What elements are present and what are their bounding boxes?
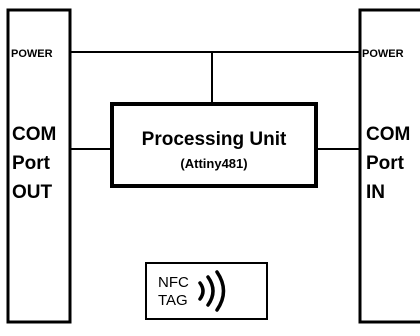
processing-unit-title: Processing Unit	[142, 129, 287, 150]
nfc-tag: NFC TAG	[145, 262, 268, 320]
nfc-waves-icon	[198, 270, 226, 312]
com-port-in-block	[358, 8, 420, 324]
processing-unit-subtitle: (Attiny481)	[180, 156, 247, 171]
left-com-line-2: Port	[12, 153, 51, 174]
left-com-line-1: COM	[12, 124, 56, 145]
tag-label: TAG	[158, 292, 188, 309]
right-com-line-3: IN	[366, 182, 385, 203]
nfc-tag-box	[145, 262, 268, 320]
processing-unit-box	[110, 102, 318, 188]
right-power-label: POWER	[362, 48, 404, 60]
right-com-line-1: COM	[366, 124, 410, 145]
left-power-label: POWER	[11, 48, 53, 60]
right-com-line-2: Port	[366, 153, 405, 174]
com-port-out-block	[6, 8, 72, 324]
left-com-line-3: OUT	[12, 182, 53, 203]
nfc-label: NFC	[158, 274, 189, 291]
